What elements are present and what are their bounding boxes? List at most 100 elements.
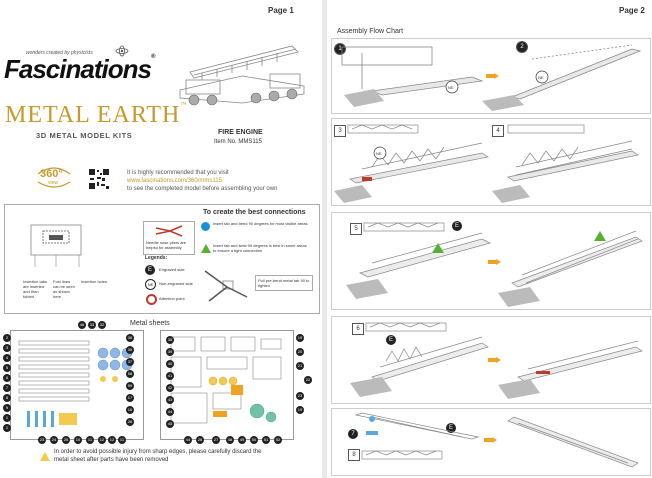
part-number: 58	[126, 370, 134, 378]
part-number: 52	[274, 436, 282, 444]
part-number: 37	[126, 358, 134, 366]
step-number: 6	[352, 323, 364, 335]
warning-icon	[40, 452, 50, 461]
non-engraved-marker-icon: NE	[145, 279, 156, 290]
engraved-marker: E	[386, 335, 396, 345]
product-line-name: METAL EARTH	[5, 102, 181, 128]
part-number: 4	[3, 354, 11, 362]
product-line-mark: ™	[180, 102, 188, 108]
part-number: 26	[196, 436, 204, 444]
step-number: 4	[492, 125, 504, 137]
step-number: 2	[516, 41, 528, 53]
brand-logo: Fascinations®	[4, 54, 156, 85]
legend-header: To create the best connections	[203, 209, 306, 216]
step-5-drawing	[346, 222, 643, 307]
metal-sheet-2	[160, 330, 294, 440]
non-engraved-side-label: Non-engraved side	[159, 281, 193, 286]
part-number: 45	[166, 420, 174, 428]
part-number: 23	[296, 392, 304, 400]
ne-marker: NE	[538, 75, 544, 80]
insertion-holes-note: Insertion holes	[81, 279, 108, 284]
part-number: 43	[166, 396, 174, 404]
part-number: 24	[50, 436, 58, 444]
part-number: 40	[166, 360, 174, 368]
page-label: Page 2	[619, 6, 645, 15]
view-360-badge[interactable]: 360° view	[34, 164, 74, 190]
insertion-tabs-note: Insertion tabs are inserted and then fol…	[23, 279, 48, 299]
next-step-arrow-icon	[486, 73, 499, 79]
step-panel-3-4: 3 4 NE	[331, 118, 651, 206]
step-number: 8	[348, 449, 360, 461]
pliers-note-box: Needle nose pliers are helpful for assem…	[143, 221, 195, 255]
part-number: 35	[126, 346, 134, 354]
engraved-side-label: Engraved side	[159, 267, 185, 272]
part-number: 17	[126, 394, 134, 402]
step-3-4-drawing	[334, 124, 639, 203]
part-number: 20	[296, 348, 304, 356]
part-number: 28	[126, 418, 134, 426]
attention-point-label: Attention point	[159, 296, 185, 301]
part-number: 32	[98, 321, 106, 329]
part-number: 11	[118, 436, 126, 444]
step-1-2-drawing	[341, 44, 642, 111]
metal-sheet-1	[10, 330, 144, 440]
badge-view-text: view	[48, 180, 59, 186]
engraved-marker: E	[446, 423, 456, 433]
fold-lines-note: Fold lines can be seen as shown here	[53, 279, 75, 299]
twist-triangle-icon	[201, 244, 211, 253]
part-number: 22	[304, 376, 312, 384]
part-number: 12	[98, 436, 106, 444]
legend-panel: Insertion tabs are inserted and then fol…	[4, 204, 320, 314]
recommend-text: It is highly recommended that you visit …	[127, 169, 277, 193]
part-number: 51	[262, 436, 270, 444]
next-step-arrow-icon	[488, 357, 501, 363]
part-number: 39	[166, 348, 174, 356]
insert-bend-icon	[201, 222, 210, 231]
recommend-url[interactable]: www.fascinations.com/360/mms115	[127, 178, 222, 184]
step-panel-7-8: 7 8 E	[331, 408, 651, 476]
step-panel-6: 6 E	[331, 316, 651, 404]
part-number: 16	[126, 406, 134, 414]
part-number: 50	[250, 436, 258, 444]
part-number: 27	[212, 436, 220, 444]
part-number: 48	[226, 436, 234, 444]
part-number: 7	[3, 384, 11, 392]
next-step-arrow-icon	[484, 437, 497, 443]
atom-icon	[115, 44, 129, 62]
qr-code[interactable]	[88, 168, 110, 190]
pliers-note: Needle nose pliers are helpful for assem…	[146, 240, 187, 250]
recommend-line-1: It is highly recommended that you visit	[127, 170, 229, 176]
product-line-logo: METAL EARTH™	[5, 102, 187, 129]
ne-marker: NE	[376, 151, 382, 156]
part-number: 46	[78, 321, 86, 329]
metal-sheets-title: Metal sheets	[130, 320, 170, 327]
part-number: 33	[88, 321, 96, 329]
step-number: 1	[334, 43, 346, 55]
part-number: 3	[3, 344, 11, 352]
part-number: 23	[38, 436, 46, 444]
step-number: 3	[334, 125, 346, 137]
part-number: 19	[296, 406, 304, 414]
page-2: Page 2 Assembly Flow Chart 1 NE NE 2 3 4	[327, 0, 652, 478]
tab-diagram	[21, 217, 91, 272]
part-number: 21	[296, 362, 304, 370]
step-panel-1-2: 1 NE NE 2	[331, 38, 651, 114]
part-number: 49	[238, 436, 246, 444]
part-number: 5	[3, 364, 11, 372]
engraved-marker-icon: E	[145, 265, 155, 275]
fire-engine-illustration	[172, 28, 312, 113]
part-number: 42	[166, 384, 174, 392]
ne-marker: NE	[448, 85, 454, 90]
brand-mark: ®	[150, 54, 156, 60]
pliers-icon	[155, 225, 183, 237]
brand-name: Fascinations	[4, 54, 152, 84]
instruction-bend: Insert tab and bend 90 degrees for most …	[213, 221, 308, 226]
next-step-arrow-icon	[488, 259, 501, 265]
part-number: 25	[62, 436, 70, 444]
page-label: Page 1	[268, 6, 294, 15]
part-number: 9	[3, 404, 11, 412]
sheet-1-parts	[18, 340, 133, 427]
part-number: 1	[3, 424, 11, 432]
item-number: Item No. MMS115	[214, 139, 262, 145]
sheet-2-parts	[170, 336, 282, 424]
